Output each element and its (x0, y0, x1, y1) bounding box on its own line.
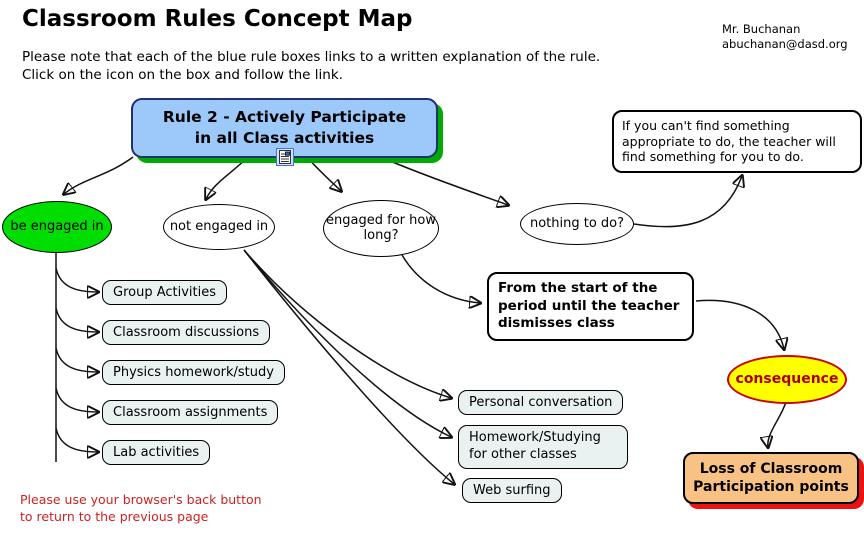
back-button-note-line1: Please use your browser's back button (20, 492, 262, 507)
node-be-engaged-in: be engaged in (2, 201, 112, 253)
node-loss-of-points: Loss of Classroom Participation points (683, 452, 859, 505)
node-consequence: consequence (727, 355, 847, 404)
node-engaged-how-long: engaged for how long? (323, 200, 439, 257)
document-link-icon[interactable] (275, 148, 294, 166)
node-from-start: From the start of the period until the t… (487, 272, 694, 341)
node-lab-activities: Lab activities (102, 440, 211, 465)
arrow-rule-to-be-engaged (64, 156, 134, 194)
author-block: Mr. Buchanan abuchanan@dasd.org (722, 22, 848, 52)
arrow-rule-to-not-engaged (206, 157, 248, 199)
instruction-note-line2: Click on the icon on the box and follow … (22, 67, 343, 84)
node-classroom-assignments: Classroom assignments (102, 400, 279, 425)
arrow-rule-to-nothing (382, 157, 508, 205)
arrow-nothing-to-teacher-note (633, 176, 742, 228)
author-name: Mr. Buchanan (722, 22, 801, 36)
node-group-activities: Group Activities (102, 280, 228, 305)
arrow-trunk-to-physics (55, 347, 98, 372)
rule-label-line2: in all Class activities (194, 129, 375, 147)
node-rule-box: Rule 2 - Actively Participate in all Cla… (131, 98, 438, 166)
back-button-note: Please use your browser's back button to… (20, 492, 262, 526)
instruction-note: Please note that each of the blue rule b… (22, 48, 600, 84)
arrow-from-start-to-consequence (695, 299, 784, 349)
arrow-consequence-to-loss (768, 401, 787, 447)
node-web-surfing: Web surfing (462, 478, 562, 503)
arrow-how-long-to-from-start (401, 254, 480, 303)
node-not-engaged-in: not engaged in (163, 204, 275, 250)
node-personal-conversation: Personal conversation (458, 390, 624, 415)
back-button-note-line2: to return to the previous page (20, 508, 209, 524)
arrow-trunk-to-discussions (55, 307, 98, 332)
arrow-trunk-to-lab (55, 427, 98, 452)
author-email: abuchanan@dasd.org (722, 36, 848, 51)
node-classroom-discussions: Classroom discussions (102, 320, 271, 345)
node-physics-homework: Physics homework/study (102, 360, 285, 385)
node-teacher-note: If you can't find something appropriate … (612, 110, 862, 173)
instruction-note-line1: Please note that each of the blue rule b… (22, 49, 601, 65)
node-homework-other-classes: Homework/Studying for other classes (458, 425, 628, 469)
node-nothing-to-do: nothing to do? (520, 203, 634, 245)
arrow-rule-to-how-long (307, 157, 341, 191)
page-title: Classroom Rules Concept Map (22, 6, 413, 32)
arrow-trunk-to-assignments (55, 387, 98, 412)
rule-label-line1: Rule 2 - Actively Participate (162, 108, 407, 127)
arrow-trunk-to-group (55, 267, 98, 292)
